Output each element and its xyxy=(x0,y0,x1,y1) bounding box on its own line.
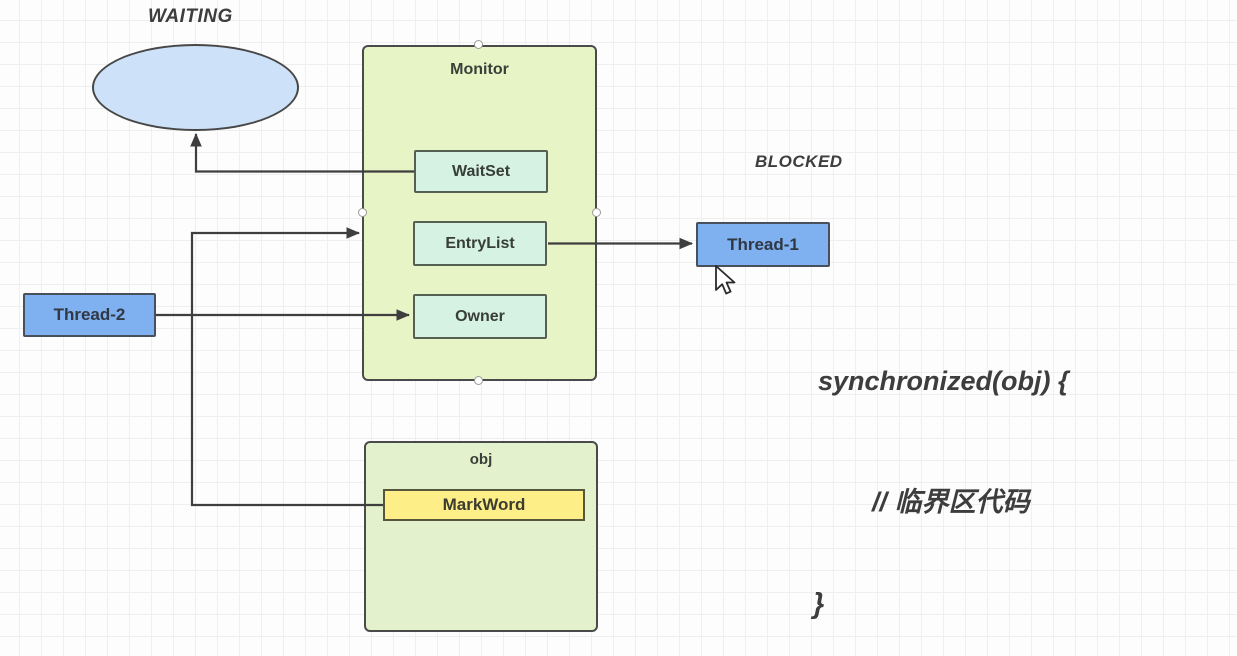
connection-handle-icon[interactable] xyxy=(474,40,483,49)
owner-label: Owner xyxy=(455,307,505,325)
connector-markword-to-monitor[interactable] xyxy=(190,227,383,507)
connection-handle-icon[interactable] xyxy=(592,208,601,217)
monitor-title: Monitor xyxy=(450,61,509,78)
blocked-state-label: BLOCKED xyxy=(755,152,843,171)
mouse-cursor-icon xyxy=(715,265,736,295)
connection-handle-icon[interactable] xyxy=(474,376,483,385)
thread1-label: Thread-1 xyxy=(727,234,799,254)
obj-title: obj xyxy=(469,451,493,468)
code-line-closing-brace: } xyxy=(813,588,825,620)
code-line-critical-section: // 临界区代码 xyxy=(872,487,1030,517)
thread1-node[interactable]: Thread-1 xyxy=(696,222,830,267)
thread2-node[interactable]: Thread-2 xyxy=(23,293,156,337)
connection-handle-icon[interactable] xyxy=(358,208,367,217)
markword-label: MarkWord xyxy=(442,495,526,514)
obj-node[interactable]: obj xyxy=(364,441,598,632)
thread2-label: Thread-2 xyxy=(53,305,126,324)
code-line-synchronized: synchronized(obj) { xyxy=(818,366,1069,396)
markword-field[interactable]: MarkWord xyxy=(383,489,585,521)
waitset-label: WaitSet xyxy=(451,162,511,180)
owner-field[interactable]: Owner xyxy=(413,294,547,339)
waiting-state-ellipse[interactable] xyxy=(92,44,299,131)
connector-waitset-to-waiting[interactable] xyxy=(190,133,414,173)
waiting-state-label: WAITING xyxy=(148,6,233,27)
entrylist-field[interactable]: EntryList xyxy=(413,221,547,266)
entrylist-label: EntryList xyxy=(445,234,515,252)
waitset-field[interactable]: WaitSet xyxy=(414,150,548,193)
